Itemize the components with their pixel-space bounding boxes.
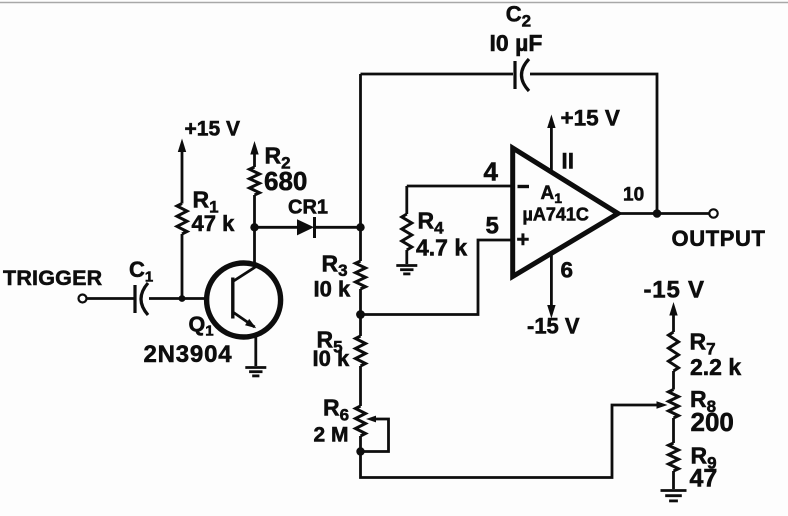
svg-text:TRIGGER: TRIGGER [3,266,103,290]
svg-text:µA741C: µA741C [523,205,589,225]
svg-text:47 k: 47 k [192,211,236,236]
svg-text:I0 k: I0 k [313,346,350,371]
svg-text:I0 k: I0 k [314,277,351,302]
svg-text:+: + [517,227,530,252]
svg-text:2N3904: 2N3904 [144,341,233,368]
svg-text:4.7 k: 4.7 k [416,235,467,261]
svg-text:4: 4 [484,157,499,187]
svg-text:47: 47 [690,465,718,493]
svg-text:+15 V: +15 V [561,106,620,131]
svg-text:10: 10 [623,185,644,206]
svg-text:II: II [562,149,575,174]
svg-text:C1: C1 [129,257,153,286]
svg-text:CR1: CR1 [288,197,328,219]
svg-text:R8: R8 [690,386,716,416]
svg-text:680: 680 [264,166,307,196]
svg-text:R6: R6 [323,395,349,425]
svg-text:200: 200 [691,407,734,437]
svg-text:2 M: 2 M [314,424,349,447]
svg-text:-15 V: -15 V [644,277,705,304]
svg-text:2.2 k: 2.2 k [690,354,741,380]
svg-text:OUTPUT: OUTPUT [672,226,766,251]
svg-text:6: 6 [561,258,574,283]
svg-text:I0 µF: I0 µF [490,30,543,56]
svg-text:R4: R4 [418,208,445,238]
svg-text:-15 V: -15 V [527,314,580,339]
svg-text:+15 V: +15 V [185,118,240,141]
svg-text:5: 5 [486,213,499,240]
